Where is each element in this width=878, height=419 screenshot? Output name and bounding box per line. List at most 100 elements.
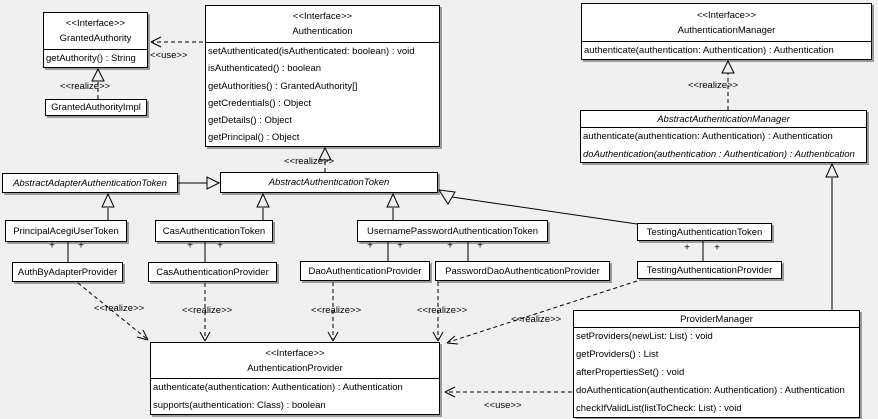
realize-label: <<realize>> <box>94 303 145 314</box>
method-authenticate: authenticate(authentication: Authenticat… <box>584 45 834 56</box>
class-name: CasAuthenticationProvider <box>156 266 269 278</box>
association-plus: + <box>684 242 690 254</box>
open-arrowhead-icon <box>432 331 444 342</box>
class-name: TestingAuthenticationProvider <box>646 264 773 276</box>
class-header: <<Interface>> Authentication <box>206 6 439 43</box>
class-header: ProviderManager <box>574 311 859 328</box>
class-header: PrincipalAcegiUserToken <box>6 221 126 241</box>
class-header: <<Interface>> GrantedAuthority <box>44 13 147 50</box>
stereotype-label: <<Interface>> <box>65 18 126 29</box>
class-name: GrantedAuthority <box>59 33 132 44</box>
class-provider-manager: ProviderManager setProviders(newList: Li… <box>573 310 860 418</box>
class-name: Authentication <box>292 26 353 37</box>
hollow-triangle-icon <box>91 67 105 82</box>
method-supports: supports(authentication: Class) : boolea… <box>153 400 326 411</box>
hollow-triangle-icon <box>825 162 839 178</box>
method-authenticate: authenticate(authentication: Authenticat… <box>153 382 403 393</box>
hollow-triangle-icon <box>256 192 270 208</box>
method-check-if-valid-list: checkIfValidList(listToCheck: List) : vo… <box>576 403 742 414</box>
method-get-authority: getAuthority() : String <box>46 53 136 64</box>
class-name: PasswordDaoAuthenticationProvider <box>445 265 600 277</box>
class-name: CasAuthenticationToken <box>162 225 266 237</box>
class-authentication-provider: <<Interface>> AuthenticationProvider aut… <box>150 342 440 415</box>
realize-label: <<realize>> <box>511 314 562 325</box>
class-name: AbstractAuthenticationToken <box>268 177 390 188</box>
class-cas-authentication-token: CasAuthenticationToken <box>155 220 273 242</box>
use-label: <<use>> <box>484 400 522 411</box>
class-header: TestingAuthenticationToken <box>638 224 771 240</box>
class-name: AbstractAdapterAuthenticationToken <box>13 177 167 189</box>
method-do-authentication: doAuthentication(authentication : Authen… <box>583 148 855 160</box>
class-header: DaoAuthenticationProvider <box>301 262 429 280</box>
class-testing-authentication-token: TestingAuthenticationToken <box>637 223 772 241</box>
hollow-triangle-icon <box>101 192 115 208</box>
open-arrowhead-icon <box>446 335 459 345</box>
association-plus: + <box>49 240 55 252</box>
class-password-dao-authentication-provider: PasswordDaoAuthenticationProvider <box>435 261 610 281</box>
association-plus: + <box>397 240 403 252</box>
class-dao-authentication-provider: DaoAuthenticationProvider <box>300 261 430 281</box>
stereotype-label: <<Interface>> <box>265 347 325 359</box>
method-get-principal: getPrincipal() : Object <box>208 132 300 144</box>
class-header: CasAuthenticationToken <box>156 221 272 241</box>
realize-label: <<realize>> <box>311 305 362 316</box>
method-get-details: getDetails() : Object <box>208 115 292 127</box>
class-header: AbstractAuthenticationManager <box>581 111 866 128</box>
stereotype-label: <<Interface>> <box>292 11 353 22</box>
class-name: AuthByAdapterProvider <box>17 266 118 278</box>
association-plus: + <box>78 240 84 252</box>
association-plus: + <box>447 240 453 252</box>
class-granted-authority-impl: GrantedAuthorityImpl <box>45 99 147 116</box>
class-cas-authentication-provider: CasAuthenticationProvider <box>148 262 277 282</box>
class-header: <<Interface>> AuthenticationProvider <box>151 343 439 379</box>
class-header: AbstractAdapterAuthenticationToken <box>3 174 177 192</box>
class-authentication-manager: <<Interface>> AuthenticationManager auth… <box>581 3 872 60</box>
class-abstract-authentication-manager: AbstractAuthenticationManager authentica… <box>580 110 867 163</box>
class-name: PrincipalAcegiUserToken <box>13 225 119 237</box>
class-authentication: <<Interface>> Authentication setAuthenti… <box>205 5 440 147</box>
class-name: DaoAuthenticationProvider <box>308 265 422 277</box>
method-set-providers: setProviders(newList: List) : void <box>576 331 713 342</box>
class-name: AuthenticationProvider <box>247 362 343 374</box>
hollow-triangle-icon <box>721 59 735 74</box>
method-is-authenticated: isAuthenticated() : boolean <box>208 63 322 75</box>
class-header: CasAuthenticationProvider <box>149 263 276 281</box>
association-plus: + <box>477 240 483 252</box>
class-abstract-adapter-authentication-token: AbstractAdapterAuthenticationToken <box>2 173 178 193</box>
hollow-triangle-icon <box>438 189 456 205</box>
stereotype-label: <<Interface>> <box>696 9 757 21</box>
method-authenticate: authenticate(authentication: Authenticat… <box>583 131 833 142</box>
method-do-authentication: doAuthentication(authentication: Authent… <box>576 385 845 396</box>
class-granted-authority: <<Interface>> GrantedAuthority getAuthor… <box>43 12 148 68</box>
method-get-authorities: getAuthorities() : GrantedAuthority[] <box>208 80 358 92</box>
method-set-authenticated: setAuthenticated(isAuthenticated: boolea… <box>208 46 415 57</box>
class-name: AbstractAuthenticationManager <box>657 113 790 125</box>
association-plus: + <box>714 242 720 254</box>
class-testing-authentication-provider: TestingAuthenticationProvider <box>637 261 782 279</box>
method-get-providers: getProviders() : List <box>576 349 659 360</box>
class-name: AuthenticationManager <box>677 24 776 36</box>
class-header: AbstractAuthenticationToken <box>221 173 437 192</box>
association-plus: + <box>367 240 373 252</box>
class-header: AuthByAdapterProvider <box>13 263 122 281</box>
open-arrowhead-icon <box>327 331 339 342</box>
realize-label: <<realize>> <box>688 80 739 91</box>
realize-label: <<realize>> <box>284 156 335 167</box>
open-arrowhead-icon <box>136 329 149 341</box>
open-arrowhead-icon <box>150 36 162 48</box>
open-arrowhead-icon <box>199 331 211 342</box>
class-principal-acegi-user-token: PrincipalAcegiUserToken <box>5 220 127 242</box>
class-username-password-authentication-token: UsernamePasswordAuthenticationToken <box>357 220 548 242</box>
class-header: GrantedAuthorityImpl <box>46 100 146 115</box>
class-header: PasswordDaoAuthenticationProvider <box>436 262 609 280</box>
realize-label: <<realize>> <box>417 305 468 316</box>
class-name: ProviderManager <box>680 313 753 325</box>
hollow-triangle-icon <box>386 192 400 208</box>
class-name: TestingAuthenticationToken <box>646 226 763 238</box>
class-abstract-authentication-token: AbstractAuthenticationToken <box>220 172 438 193</box>
class-name: UsernamePasswordAuthenticationToken <box>366 225 539 237</box>
class-auth-by-adapter-provider: AuthByAdapterProvider <box>12 262 123 282</box>
class-name: GrantedAuthorityImpl <box>51 102 141 113</box>
class-header: TestingAuthenticationProvider <box>638 262 781 278</box>
